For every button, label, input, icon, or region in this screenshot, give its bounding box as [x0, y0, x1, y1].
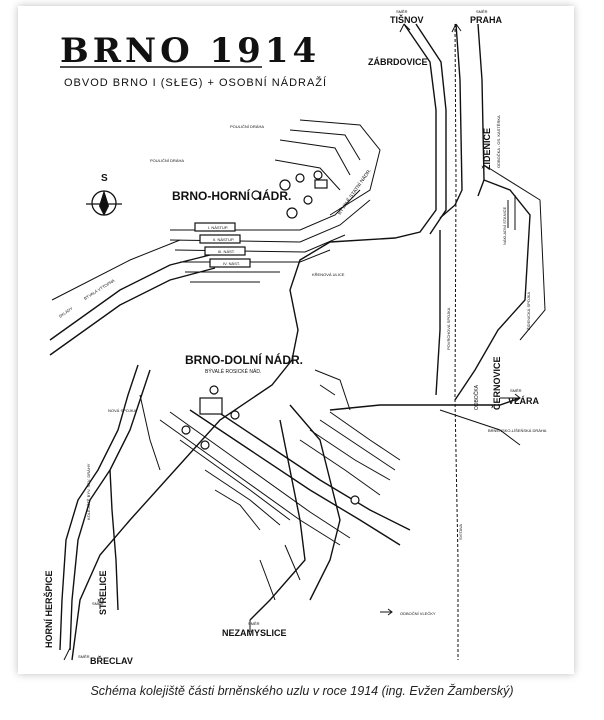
dolni-station-sublabel: BÝVALÉ ROSICKÉ NÁD.: [205, 368, 261, 375]
platform-4: [209, 258, 251, 268]
map-subtitle: OBVOD BRNO I (SŁEG) + OSOBNÍ NÁDRAŽÍ: [64, 76, 327, 89]
smer-vlara-label: SMĚR: [510, 388, 522, 393]
praha-label: PRAHA: [470, 15, 503, 25]
dolni-station-label: BRNO-DOLNÍ NÁDR.: [185, 352, 303, 367]
platform-1: [194, 222, 236, 232]
dolni-station-yard: [139, 369, 401, 601]
vlecka-legend-label: ODBOČNÍ VLEČKY: [400, 611, 436, 616]
tram-label-2: POULIČNÍ DRÁHA: [150, 158, 184, 163]
povrchova-spojka-label: POVRCHOVÁ SPOJKA: [446, 307, 451, 350]
zidenicka-spojka-label: ŽIDENICKÁ SPOJKA: [526, 291, 531, 330]
north-label: S: [101, 173, 108, 184]
horni-station-marker: [251, 190, 261, 200]
breclav-label: BŘECLAV: [90, 655, 133, 666]
smer-strelice-label: SMĚR: [92, 601, 104, 606]
direction-arrows: [63, 23, 521, 661]
platform-4-label: IV. NÁST.: [223, 261, 240, 266]
horni-herspice-label: HORNÍ HERŠPICE: [43, 570, 54, 648]
tisnov-label: TIŠNOV: [390, 14, 424, 25]
smer-praha-label: SMĚR: [476, 9, 488, 14]
smer-breclav-label: SMĚR: [78, 654, 90, 659]
cernovice-label: ČERNOVICE: [491, 356, 502, 410]
platform-2: [199, 234, 241, 244]
odbocka-cernovice-label: ODBOČKA: [473, 384, 480, 410]
platform-2-label: II. NÁSTUP.: [213, 237, 234, 242]
dolni-station-building: [199, 397, 223, 415]
nezamyslice-label: NEZAMYSLICE: [222, 628, 287, 638]
nova-spojka-label: NOVÁ SPOJKA: [108, 408, 137, 413]
zidenice-label: ŽIDENICE: [481, 128, 492, 170]
kolejiste-label: KOLEJIŠTĚ BÝV. SEV. DRÁHY: [86, 463, 91, 520]
nakladni-stanice-label: NÁKLADNÍ STANICE: [502, 207, 507, 245]
krenova-label: KŘENOVÁ ULICE: [312, 272, 345, 277]
odbocka-os-label: ODBOČKA - OS. KASTĚRKA: [496, 115, 501, 168]
strelice-label: STŘELICE: [97, 570, 108, 615]
platform-1-label: I. NÁSTUP.: [208, 225, 228, 230]
north-arrow-icon: S: [86, 173, 122, 216]
tram-label-1: POULIČNÍ DRÁHA: [230, 124, 264, 129]
smer-nezamyslice-label: SMĚR: [248, 621, 260, 626]
zabrdovice-label: ZÁBRDOVICE: [368, 57, 428, 67]
platform-3: [204, 246, 246, 256]
smer-tisnov-label: SMĚR: [396, 9, 408, 14]
horni-station-label: BRNO-HORNÍ NÁDR.: [172, 188, 291, 203]
map-title: BRNO 1914: [60, 31, 320, 71]
main-tracks: [49, 23, 546, 661]
figure-caption: Schéma kolejiště části brněnského uzlu v…: [90, 684, 514, 698]
horni-station-yard: I. NÁSTUP. II. NÁSTUP. III. NÁST. IV. NÁ…: [169, 119, 516, 283]
sklady-label: SKLADY: [58, 305, 74, 318]
railway-schematic-map: BRNO 1914 OBVOD BRNO I (SŁEG) + OSOBNÍ N…: [43, 9, 547, 666]
svitava-label: SVITAVA: [458, 524, 463, 540]
brnensko-lisenska-label: BRNĚNSKO-LÍŠEŇSKÁ DRÁHA: [488, 428, 547, 433]
platform-3-label: III. NÁST.: [218, 249, 235, 254]
vlara-label: VLÁRA: [508, 396, 539, 406]
